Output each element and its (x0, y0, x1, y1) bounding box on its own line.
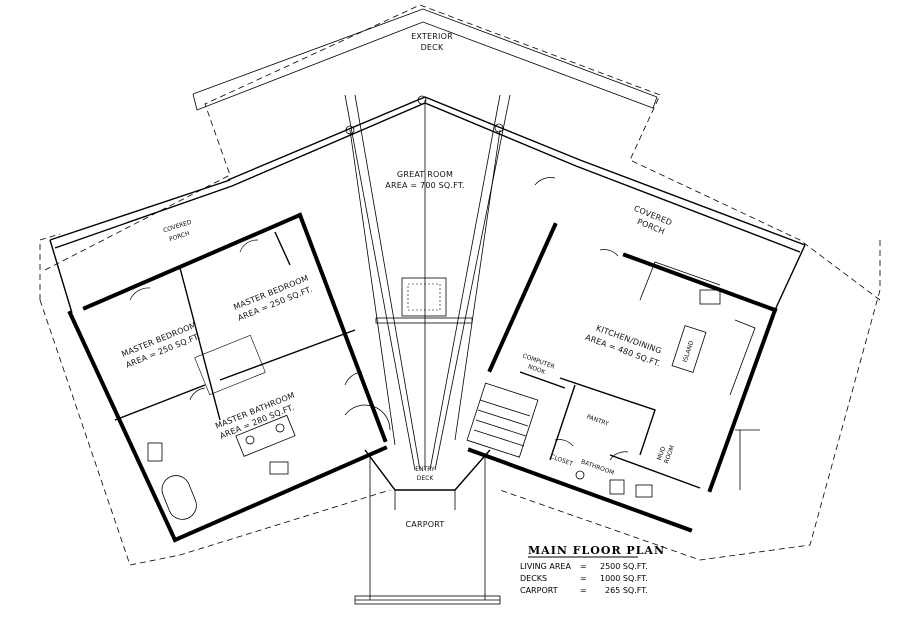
summary-row-name: DECKS (520, 574, 547, 583)
exterior-deck-label: EXTERIOR (411, 32, 453, 41)
summary-block: MAIN FLOOR PLAN LIVING AREA = 2500 SQ.FT… (520, 544, 665, 595)
summary-row-name: LIVING AREA (520, 562, 571, 571)
plan-title: MAIN FLOOR PLAN (528, 544, 665, 557)
summary-row-eq: = (580, 586, 587, 595)
entry-deck-label: ENTRY (415, 466, 435, 473)
mud-room-label: MUD (656, 445, 668, 461)
right-wing-walls (466, 159, 806, 533)
carport-structure (344, 404, 501, 605)
left-wing-walls (49, 179, 388, 543)
bathroom-label: BATHROOM (580, 458, 615, 476)
summary-row-name: CARPORT (520, 586, 558, 595)
exterior-deck-label-2: DECK (421, 43, 444, 52)
summary-row-value: 1000 SQ.FT. (600, 574, 648, 583)
entry-deck-label-2: DECK (417, 475, 435, 482)
carport-label: CARPORT (405, 520, 444, 529)
great-room-walls (227, 94, 581, 471)
pantry-label: PANTRY (586, 413, 610, 428)
great-room-label: GREAT ROOM (397, 170, 453, 179)
summary-row-value: 265 SQ.FT. (605, 586, 648, 595)
summary-row-eq: = (580, 562, 587, 571)
summary-row-eq: = (580, 574, 587, 583)
summary-row-value: 2500 SQ.FT. (600, 562, 648, 571)
great-room-area: AREA = 700 SQ.FT. (385, 181, 464, 190)
deck-outline (39, 4, 881, 566)
island-label: ISLAND (682, 340, 696, 364)
closet-label: CLOSET (549, 453, 574, 468)
